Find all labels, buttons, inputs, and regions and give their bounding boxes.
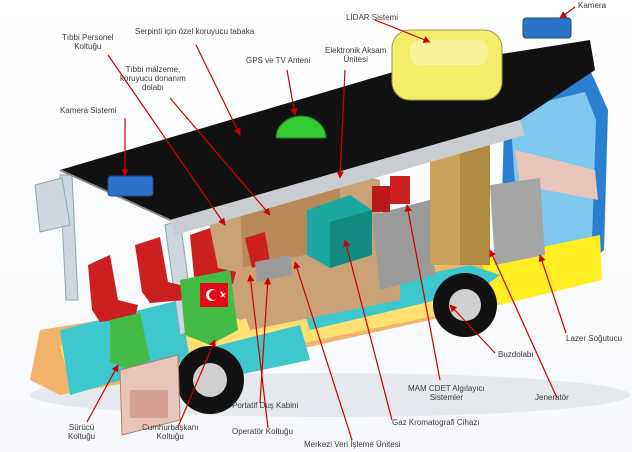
label-jenerator: Jeneratör — [535, 393, 569, 402]
label-serpinti: Serpinti için özel koruyucu tabaka — [135, 27, 255, 36]
label-lidar: LİDAR Sistemi — [346, 13, 399, 22]
label-buzdolabi: Buzdolabı — [498, 350, 534, 359]
label-operator: Operatör Koltuğu — [232, 427, 293, 436]
label-merkezi: Merkezi Veri İşleme Ünitesi — [304, 440, 401, 449]
gps-dome — [275, 115, 327, 139]
leader-lines — [86, 6, 576, 441]
label-kamera-top: Kamera — [578, 1, 607, 10]
label-portatif: Portatif Duş Kabini — [232, 401, 299, 410]
roof-edge — [170, 120, 525, 235]
front-frame — [34, 177, 71, 233]
shower-cabinet — [255, 255, 292, 282]
camera-box-front — [107, 175, 154, 197]
rear-wheel-hub — [449, 289, 481, 321]
red-box-2 — [372, 186, 390, 212]
label-cumhurbaskani: Cumhurbaşkanı Koltuğu — [142, 423, 199, 441]
label-surucu: Sürücü Koltuğu — [68, 423, 96, 441]
label-gaz: Gaz Kromatografi Cihazı — [392, 418, 480, 427]
camera-box-top — [522, 17, 572, 39]
label-lazer: Lazer Soğutucu — [566, 334, 623, 343]
label-gps: GPS ve TV Anteni — [246, 56, 311, 65]
president-seat — [180, 270, 238, 345]
floor-yellow — [480, 235, 602, 305]
label-mam: MAM CDET Algılayıcı Sistemler — [408, 384, 485, 402]
label-kamera-sistemi: Kamera Sistemi — [60, 106, 117, 115]
label-tibbi-malzeme: Tıbbi malzeme, koruyucu donanım dolabı — [120, 65, 186, 92]
red-box-1 — [390, 176, 410, 204]
label-elektronik: Elektronik Aksam Ünitesi — [325, 46, 387, 64]
driver-seat — [110, 313, 150, 370]
refrigerator — [490, 178, 545, 265]
label-tibbi-personel: Tıbbi Personel Koltuğu — [62, 33, 114, 51]
gas-chromatograph — [372, 200, 435, 290]
